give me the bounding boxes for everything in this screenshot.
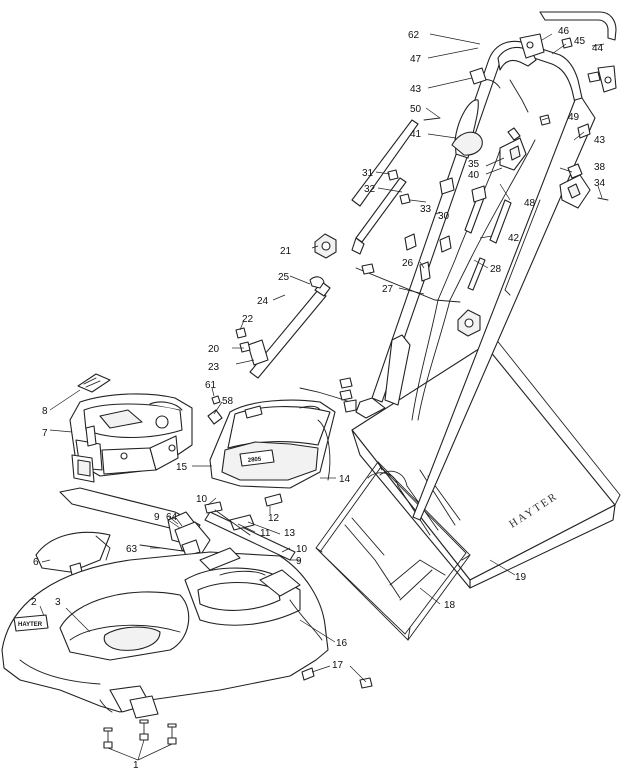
side-flap [35, 531, 111, 576]
callout-46: 46 [558, 26, 570, 37]
callout-43a: 43 [410, 84, 422, 95]
height-adjust-assembly [235, 276, 331, 379]
callout-21: 21 [280, 246, 292, 257]
side-rail [59, 487, 211, 561]
leader-lines [39, 33, 605, 761]
badge-brand-text: HAYTER [18, 622, 43, 628]
callout-17: 17 [332, 660, 344, 671]
callout-58: 58 [222, 396, 234, 407]
callout-38: 38 [594, 162, 606, 173]
callout-50: 50 [410, 104, 422, 115]
bolts [103, 667, 373, 749]
callout-63: 63 [126, 544, 138, 555]
callout-7: 7 [42, 428, 48, 439]
callout-45: 45 [574, 36, 586, 47]
callout-24: 24 [257, 296, 269, 307]
engine [69, 393, 193, 483]
callout-27: 27 [382, 284, 394, 295]
rear-guard: 2805 [209, 399, 336, 489]
callout-labels: 1 2 3 6 7 8 9 9 10 10 11 12 13 14 15 16 … [31, 26, 606, 770]
callout-47: 47 [410, 54, 422, 65]
mower-deck [1, 547, 329, 719]
callout-30: 30 [438, 211, 450, 222]
callout-22: 22 [242, 314, 254, 325]
callout-33: 33 [420, 204, 432, 215]
callout-2: 2 [31, 597, 37, 608]
callout-35: 35 [468, 159, 480, 170]
callout-9a: 9 [154, 512, 160, 523]
grass-box-frame [315, 461, 471, 641]
callout-43b: 43 [594, 135, 606, 146]
callout-34: 34 [594, 178, 606, 189]
callout-1: 1 [133, 760, 139, 770]
callout-41: 41 [410, 129, 422, 140]
callout-25: 25 [278, 272, 290, 283]
callout-16: 16 [336, 638, 348, 649]
callout-62: 62 [408, 30, 420, 41]
callout-19: 19 [515, 572, 527, 583]
callout-64: 64 [166, 512, 178, 523]
deck-model-text: 2805 [248, 457, 263, 464]
callout-3: 3 [55, 597, 61, 608]
callout-14: 14 [339, 474, 351, 485]
callout-49: 49 [568, 112, 580, 123]
small-parts [207, 395, 223, 425]
callout-6: 6 [33, 557, 39, 568]
callout-23: 23 [208, 362, 220, 373]
callout-10b: 10 [296, 544, 308, 555]
callout-9b: 9 [296, 556, 302, 567]
callout-42: 42 [508, 233, 520, 244]
callout-28: 28 [490, 264, 502, 275]
callout-20: 20 [208, 344, 220, 355]
callout-48: 48 [524, 198, 536, 209]
callout-13: 13 [284, 528, 296, 539]
callout-26: 26 [402, 258, 414, 269]
callout-15: 15 [176, 462, 188, 473]
callout-12: 12 [268, 513, 280, 524]
callout-11: 11 [260, 528, 271, 539]
callout-44: 44 [592, 43, 604, 54]
deck-badge: HAYTER [13, 614, 49, 632]
handle-assembly [299, 11, 617, 521]
callout-61: 61 [205, 380, 217, 391]
engine-decal [77, 373, 111, 393]
callout-18: 18 [444, 600, 456, 611]
rear-axle [204, 493, 296, 561]
callout-31: 31 [362, 168, 374, 179]
callout-10a: 10 [196, 494, 208, 505]
callout-32: 32 [364, 184, 376, 195]
callout-40: 40 [468, 170, 480, 181]
callout-8: 8 [42, 406, 48, 417]
